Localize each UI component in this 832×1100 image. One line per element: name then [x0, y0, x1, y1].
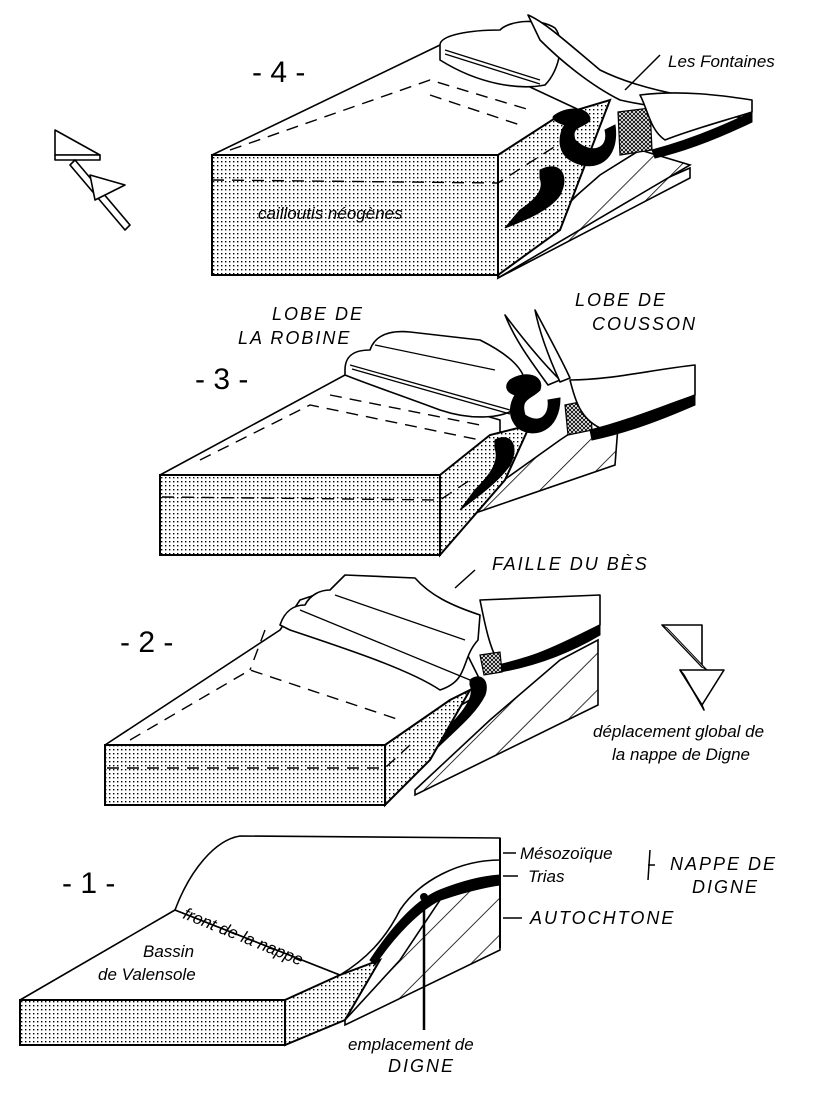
- legend-trias: Trias: [528, 867, 565, 886]
- movement-note-line1: déplacement global de: [593, 722, 764, 741]
- stage-3-block: [159, 309, 696, 558]
- basin-fill-side-face: [284, 958, 383, 1047]
- basin-fill-front-face: [104, 744, 386, 806]
- legend-mesozoic: Mésozoïque: [520, 844, 613, 863]
- trias-fold: [552, 108, 617, 167]
- label-faille-du-bes: FAILLE DU BÈS: [492, 554, 649, 574]
- stage-3-number: - 3 -: [195, 363, 248, 396]
- basin-fill-front-face: [19, 999, 286, 1046]
- stage-4-number: - 4 -: [252, 56, 305, 89]
- cousson-slice: [534, 309, 571, 383]
- label-lobe-cousson-1: LOBE DE: [575, 290, 667, 310]
- trias-fold: [504, 166, 565, 229]
- stage-4-block: [211, 14, 753, 280]
- north-arrow-icon: [54, 129, 131, 231]
- label-digne: DIGNE: [388, 1056, 455, 1076]
- stage-1-number: - 1 -: [62, 867, 115, 900]
- trias-patch: [479, 651, 503, 676]
- autochthon-layer: [414, 638, 599, 797]
- label-de-valensole: de Valensole: [98, 965, 196, 984]
- label-les-fontaines: Les Fontaines: [668, 52, 775, 71]
- trias-fold: [434, 676, 487, 751]
- label-lobe-robine-1: LOBE DE: [272, 304, 364, 324]
- stage-1-block: [19, 835, 501, 1047]
- nappe-lobe: [439, 20, 561, 88]
- stage-2-block: [104, 574, 601, 808]
- legend-bracket: [647, 849, 655, 881]
- nappe-sheet-right: [639, 92, 753, 141]
- legend-nappe-line1: NAPPE DE: [670, 854, 777, 874]
- nappe-front-surface: [174, 835, 501, 976]
- stage-2-number: - 2 -: [120, 626, 173, 659]
- displacement-arrow-icon: [661, 624, 725, 711]
- cousson-slice: [504, 314, 561, 386]
- trias-patch: [617, 107, 653, 156]
- trias-fold: [459, 437, 515, 511]
- nappe-ridge: [279, 574, 481, 691]
- legend-nappe-line2: DIGNE: [692, 877, 759, 897]
- label-lobe-robine-2: LA ROBINE: [238, 328, 351, 348]
- trias-fold: [506, 374, 561, 434]
- legend-autochthon: AUTOCHTONE: [529, 908, 675, 928]
- movement-note-line2: la nappe de Digne: [612, 745, 750, 764]
- label-cailloutis: cailloutis néogènes: [258, 204, 403, 223]
- label-lobe-cousson-2: COUSSON: [592, 314, 697, 334]
- label-bassin: Bassin: [143, 942, 194, 961]
- label-emplacement-de: emplacement de: [348, 1035, 474, 1054]
- basin-fill-front-face: [159, 474, 441, 556]
- basin-fill-front-face: [211, 154, 499, 276]
